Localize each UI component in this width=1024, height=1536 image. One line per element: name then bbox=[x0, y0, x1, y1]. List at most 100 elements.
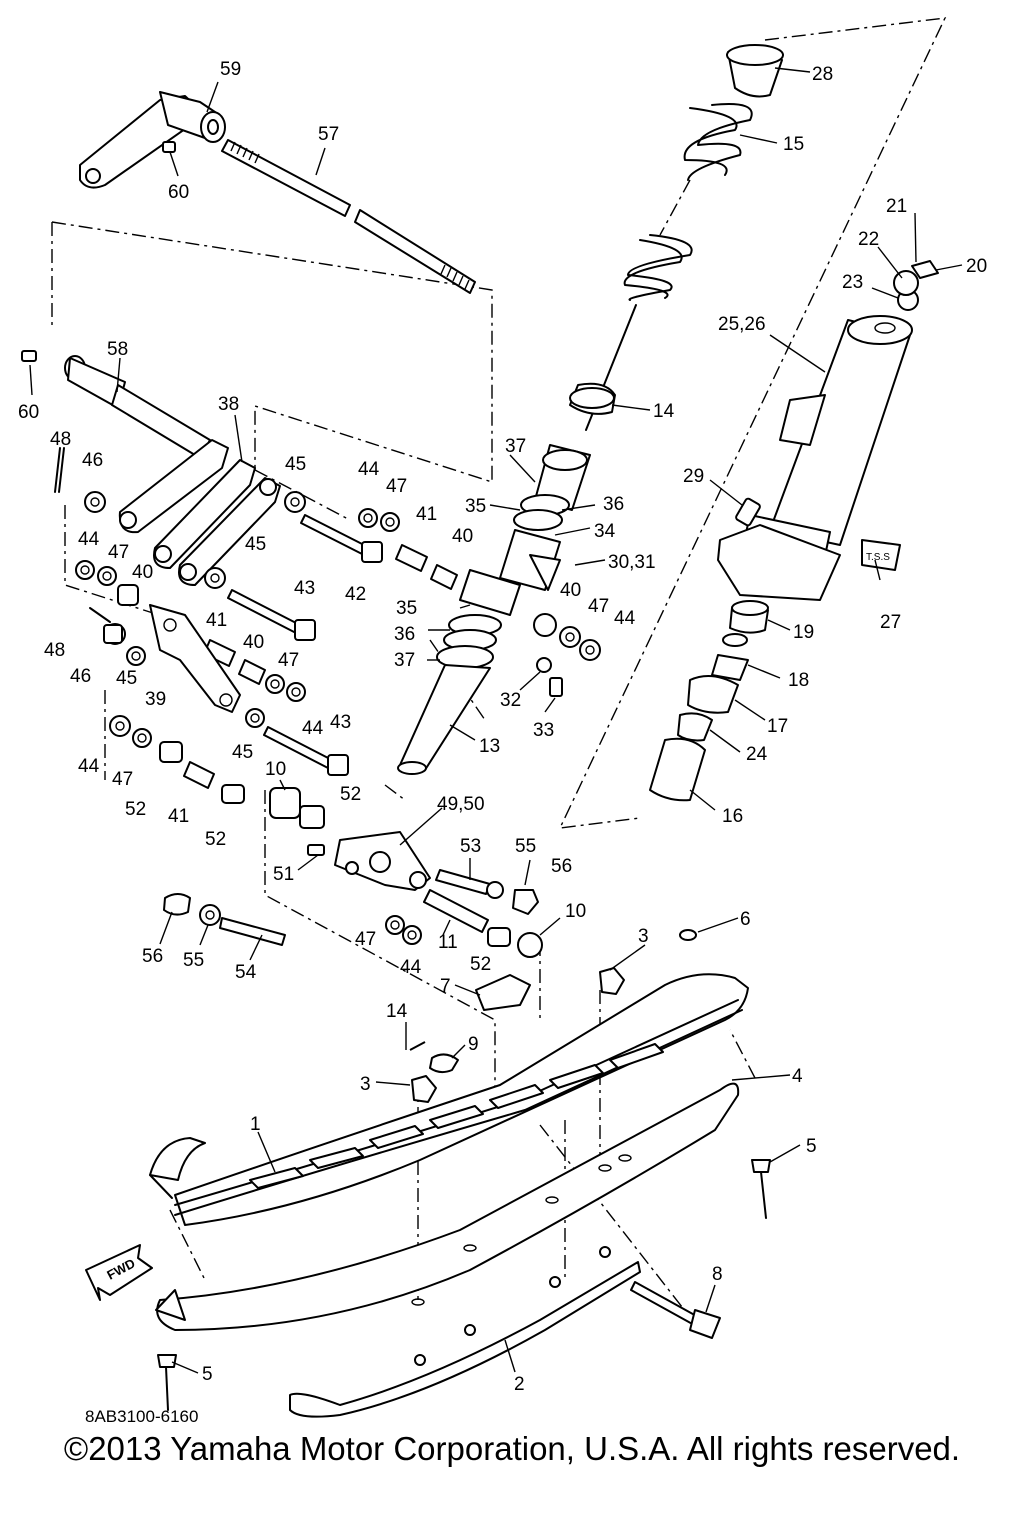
tss-tag-text: T.S.S bbox=[866, 552, 890, 563]
lower-clamp bbox=[163, 831, 543, 958]
callout-11: 11 bbox=[438, 932, 458, 953]
callout-58: 58 bbox=[107, 339, 128, 360]
callout-18: 18 bbox=[788, 670, 809, 691]
callout-51: 51 bbox=[273, 864, 294, 885]
callout-33: 33 bbox=[533, 720, 554, 741]
callout-29: 29 bbox=[683, 466, 704, 487]
callout-9: 9 bbox=[468, 1034, 479, 1055]
callout-7: 7 bbox=[440, 976, 451, 997]
callout-47d: 47 bbox=[112, 769, 133, 790]
callout-52b: 52 bbox=[205, 829, 226, 850]
callout-36b: 36 bbox=[394, 624, 415, 645]
callout-55: 55 bbox=[515, 836, 536, 857]
callout-35b: 35 bbox=[396, 598, 417, 619]
callout-54: 54 bbox=[235, 962, 257, 983]
ski-hardware bbox=[157, 929, 771, 1411]
callout-40b: 40 bbox=[560, 580, 581, 601]
callout-16: 16 bbox=[722, 806, 743, 827]
callout-1: 1 bbox=[250, 1114, 261, 1135]
callout-14b: 14 bbox=[386, 1001, 408, 1022]
bracket-39 bbox=[149, 604, 241, 713]
steering-column bbox=[397, 304, 637, 775]
callout-44d: 44 bbox=[78, 756, 100, 777]
callout-47c: 47 bbox=[278, 650, 299, 671]
callout-2: 2 bbox=[514, 1374, 525, 1395]
callout-19: 19 bbox=[793, 622, 814, 643]
callout-35: 35 bbox=[465, 496, 486, 517]
callout-60: 60 bbox=[168, 182, 189, 203]
callout-59: 59 bbox=[220, 59, 241, 80]
callout-47: 47 bbox=[386, 476, 407, 497]
callout-47b: 47 bbox=[588, 596, 609, 617]
callout-43b: 43 bbox=[330, 712, 351, 733]
callout-labels: 59 57 60 28 15 21 22 20 23 25,26 58 60 1… bbox=[18, 59, 987, 1395]
callout-45: 45 bbox=[285, 454, 306, 475]
callout-44b: 44 bbox=[614, 608, 636, 629]
assembly-frames bbox=[51, 17, 947, 1331]
callout-8: 8 bbox=[712, 1264, 723, 1285]
callout-45d: 45 bbox=[245, 534, 266, 555]
callout-52: 52 bbox=[125, 799, 146, 820]
callout-52d: 52 bbox=[470, 954, 491, 975]
callout-17: 17 bbox=[767, 716, 788, 737]
callout-22: 22 bbox=[858, 229, 879, 250]
callout-44c: 44 bbox=[302, 718, 324, 739]
callout-10: 10 bbox=[265, 759, 286, 780]
callout-44f: 44 bbox=[78, 529, 100, 550]
shock-absorber: T.S.S bbox=[649, 260, 939, 802]
callout-10b: 10 bbox=[565, 901, 586, 922]
callout-44e: 44 bbox=[400, 957, 422, 978]
callout-6: 6 bbox=[740, 909, 751, 930]
callout-56: 56 bbox=[551, 856, 572, 877]
callout-3: 3 bbox=[638, 926, 649, 947]
callout-25-26: 25,26 bbox=[718, 314, 766, 335]
callout-14: 14 bbox=[653, 401, 675, 422]
callout-27: 27 bbox=[880, 612, 901, 633]
callout-44: 44 bbox=[358, 459, 380, 480]
callout-23: 23 bbox=[842, 272, 863, 293]
callout-47f: 47 bbox=[108, 542, 129, 563]
callout-40: 40 bbox=[452, 526, 473, 547]
callout-41b: 41 bbox=[206, 610, 227, 631]
callout-30-31: 30,31 bbox=[608, 552, 656, 573]
callout-36: 36 bbox=[603, 494, 624, 515]
callout-38: 38 bbox=[218, 394, 239, 415]
link-plates bbox=[118, 439, 281, 586]
callout-48: 48 bbox=[50, 429, 71, 450]
callout-5: 5 bbox=[806, 1136, 817, 1157]
callout-55b: 55 bbox=[183, 950, 204, 971]
callout-39: 39 bbox=[145, 689, 166, 710]
callout-57: 57 bbox=[318, 124, 339, 145]
callout-4: 4 bbox=[792, 1066, 803, 1087]
ski-wear-bar bbox=[289, 1246, 641, 1418]
cotter-pins bbox=[54, 447, 123, 644]
callout-41c: 41 bbox=[168, 806, 189, 827]
part-code: 8AB3100-6160 bbox=[85, 1407, 198, 1426]
spring-and-bushing bbox=[623, 44, 784, 301]
callout-40d: 40 bbox=[132, 562, 153, 583]
washers-bushings bbox=[75, 491, 601, 829]
callout-46b: 46 bbox=[70, 666, 91, 687]
callout-40c: 40 bbox=[243, 632, 264, 653]
callout-5b: 5 bbox=[202, 1364, 213, 1385]
callout-60b: 60 bbox=[18, 402, 39, 423]
callout-24: 24 bbox=[746, 744, 768, 765]
callout-46: 46 bbox=[82, 450, 103, 471]
steering-arm bbox=[79, 91, 226, 189]
fwd-arrow: FWD bbox=[85, 1244, 153, 1301]
callout-48b: 48 bbox=[44, 640, 65, 661]
bolts bbox=[227, 514, 383, 776]
callout-45c: 45 bbox=[232, 742, 253, 763]
copyright-notice: ©2013 Yamaha Motor Corporation, U.S.A. A… bbox=[63, 1430, 961, 1467]
callout-13: 13 bbox=[479, 736, 500, 757]
steering-shaft bbox=[221, 139, 476, 294]
callout-15: 15 bbox=[783, 134, 804, 155]
callout-52c: 52 bbox=[340, 784, 361, 805]
callout-37: 37 bbox=[505, 436, 526, 457]
callout-32: 32 bbox=[500, 690, 521, 711]
callout-45b: 45 bbox=[116, 668, 137, 689]
callout-43: 43 bbox=[294, 578, 315, 599]
ski-body bbox=[149, 973, 749, 1331]
callout-47e: 47 bbox=[355, 929, 376, 950]
